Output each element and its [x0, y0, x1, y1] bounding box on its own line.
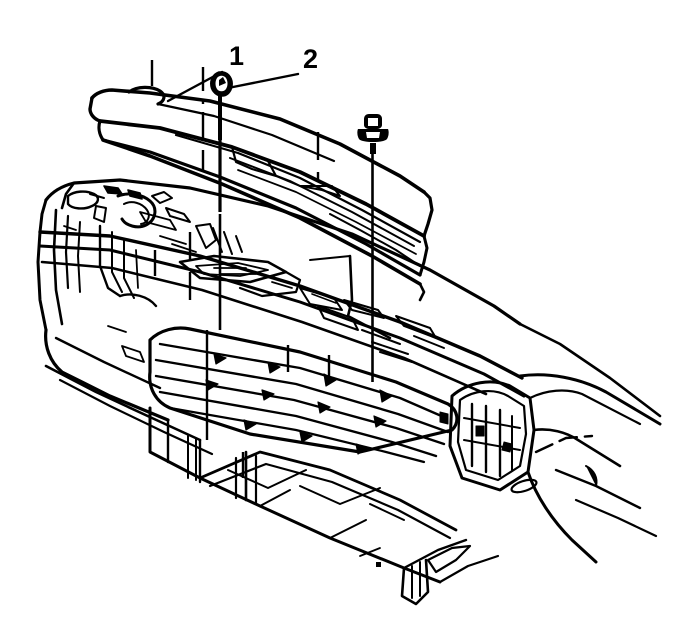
- callout-label-2: 2: [303, 44, 318, 74]
- front-grille: [148, 326, 459, 464]
- callout-leaders: [166, 70, 300, 103]
- callout-2-leader: [226, 72, 300, 90]
- callout-1-leader: [166, 70, 224, 103]
- panel-retaining-bolt: [357, 114, 389, 382]
- callout-label-1: 1: [229, 41, 244, 71]
- front-end-body-structure: [36, 178, 662, 606]
- upper-grille-panel: [88, 85, 434, 340]
